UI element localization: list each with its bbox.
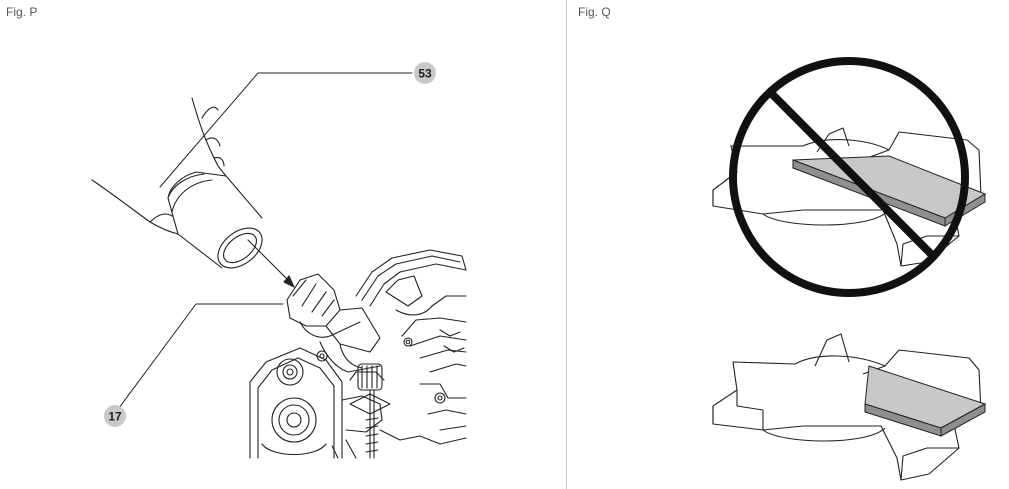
hand-outline xyxy=(91,97,227,235)
figure-p-illustration: 53 17 xyxy=(91,62,467,459)
tool-housing xyxy=(316,249,467,431)
figure-q: Fig. Q xyxy=(567,0,1009,489)
callout-17-number: 17 xyxy=(108,410,122,424)
dust-port xyxy=(286,273,381,373)
vacuum-nozzle xyxy=(167,171,263,269)
figure-q-label: Fig. Q xyxy=(578,5,611,19)
figure-p-label: Fig. P xyxy=(6,5,38,19)
callout-leaders xyxy=(115,72,413,413)
callout-53: 53 xyxy=(414,62,436,84)
callout-53-number: 53 xyxy=(418,67,432,81)
figure-p: Fig. P xyxy=(6,5,467,459)
figure-divider xyxy=(566,0,567,489)
base-plate xyxy=(249,347,467,459)
incorrect-placement xyxy=(712,57,987,297)
figure-q-illustration xyxy=(712,57,987,481)
correct-placement xyxy=(712,333,987,481)
insert-arrow xyxy=(247,239,295,288)
prohibited-icon xyxy=(729,57,969,297)
workpiece-correct xyxy=(864,365,987,437)
clamp-knob xyxy=(349,363,391,459)
callout-17: 17 xyxy=(104,405,126,427)
